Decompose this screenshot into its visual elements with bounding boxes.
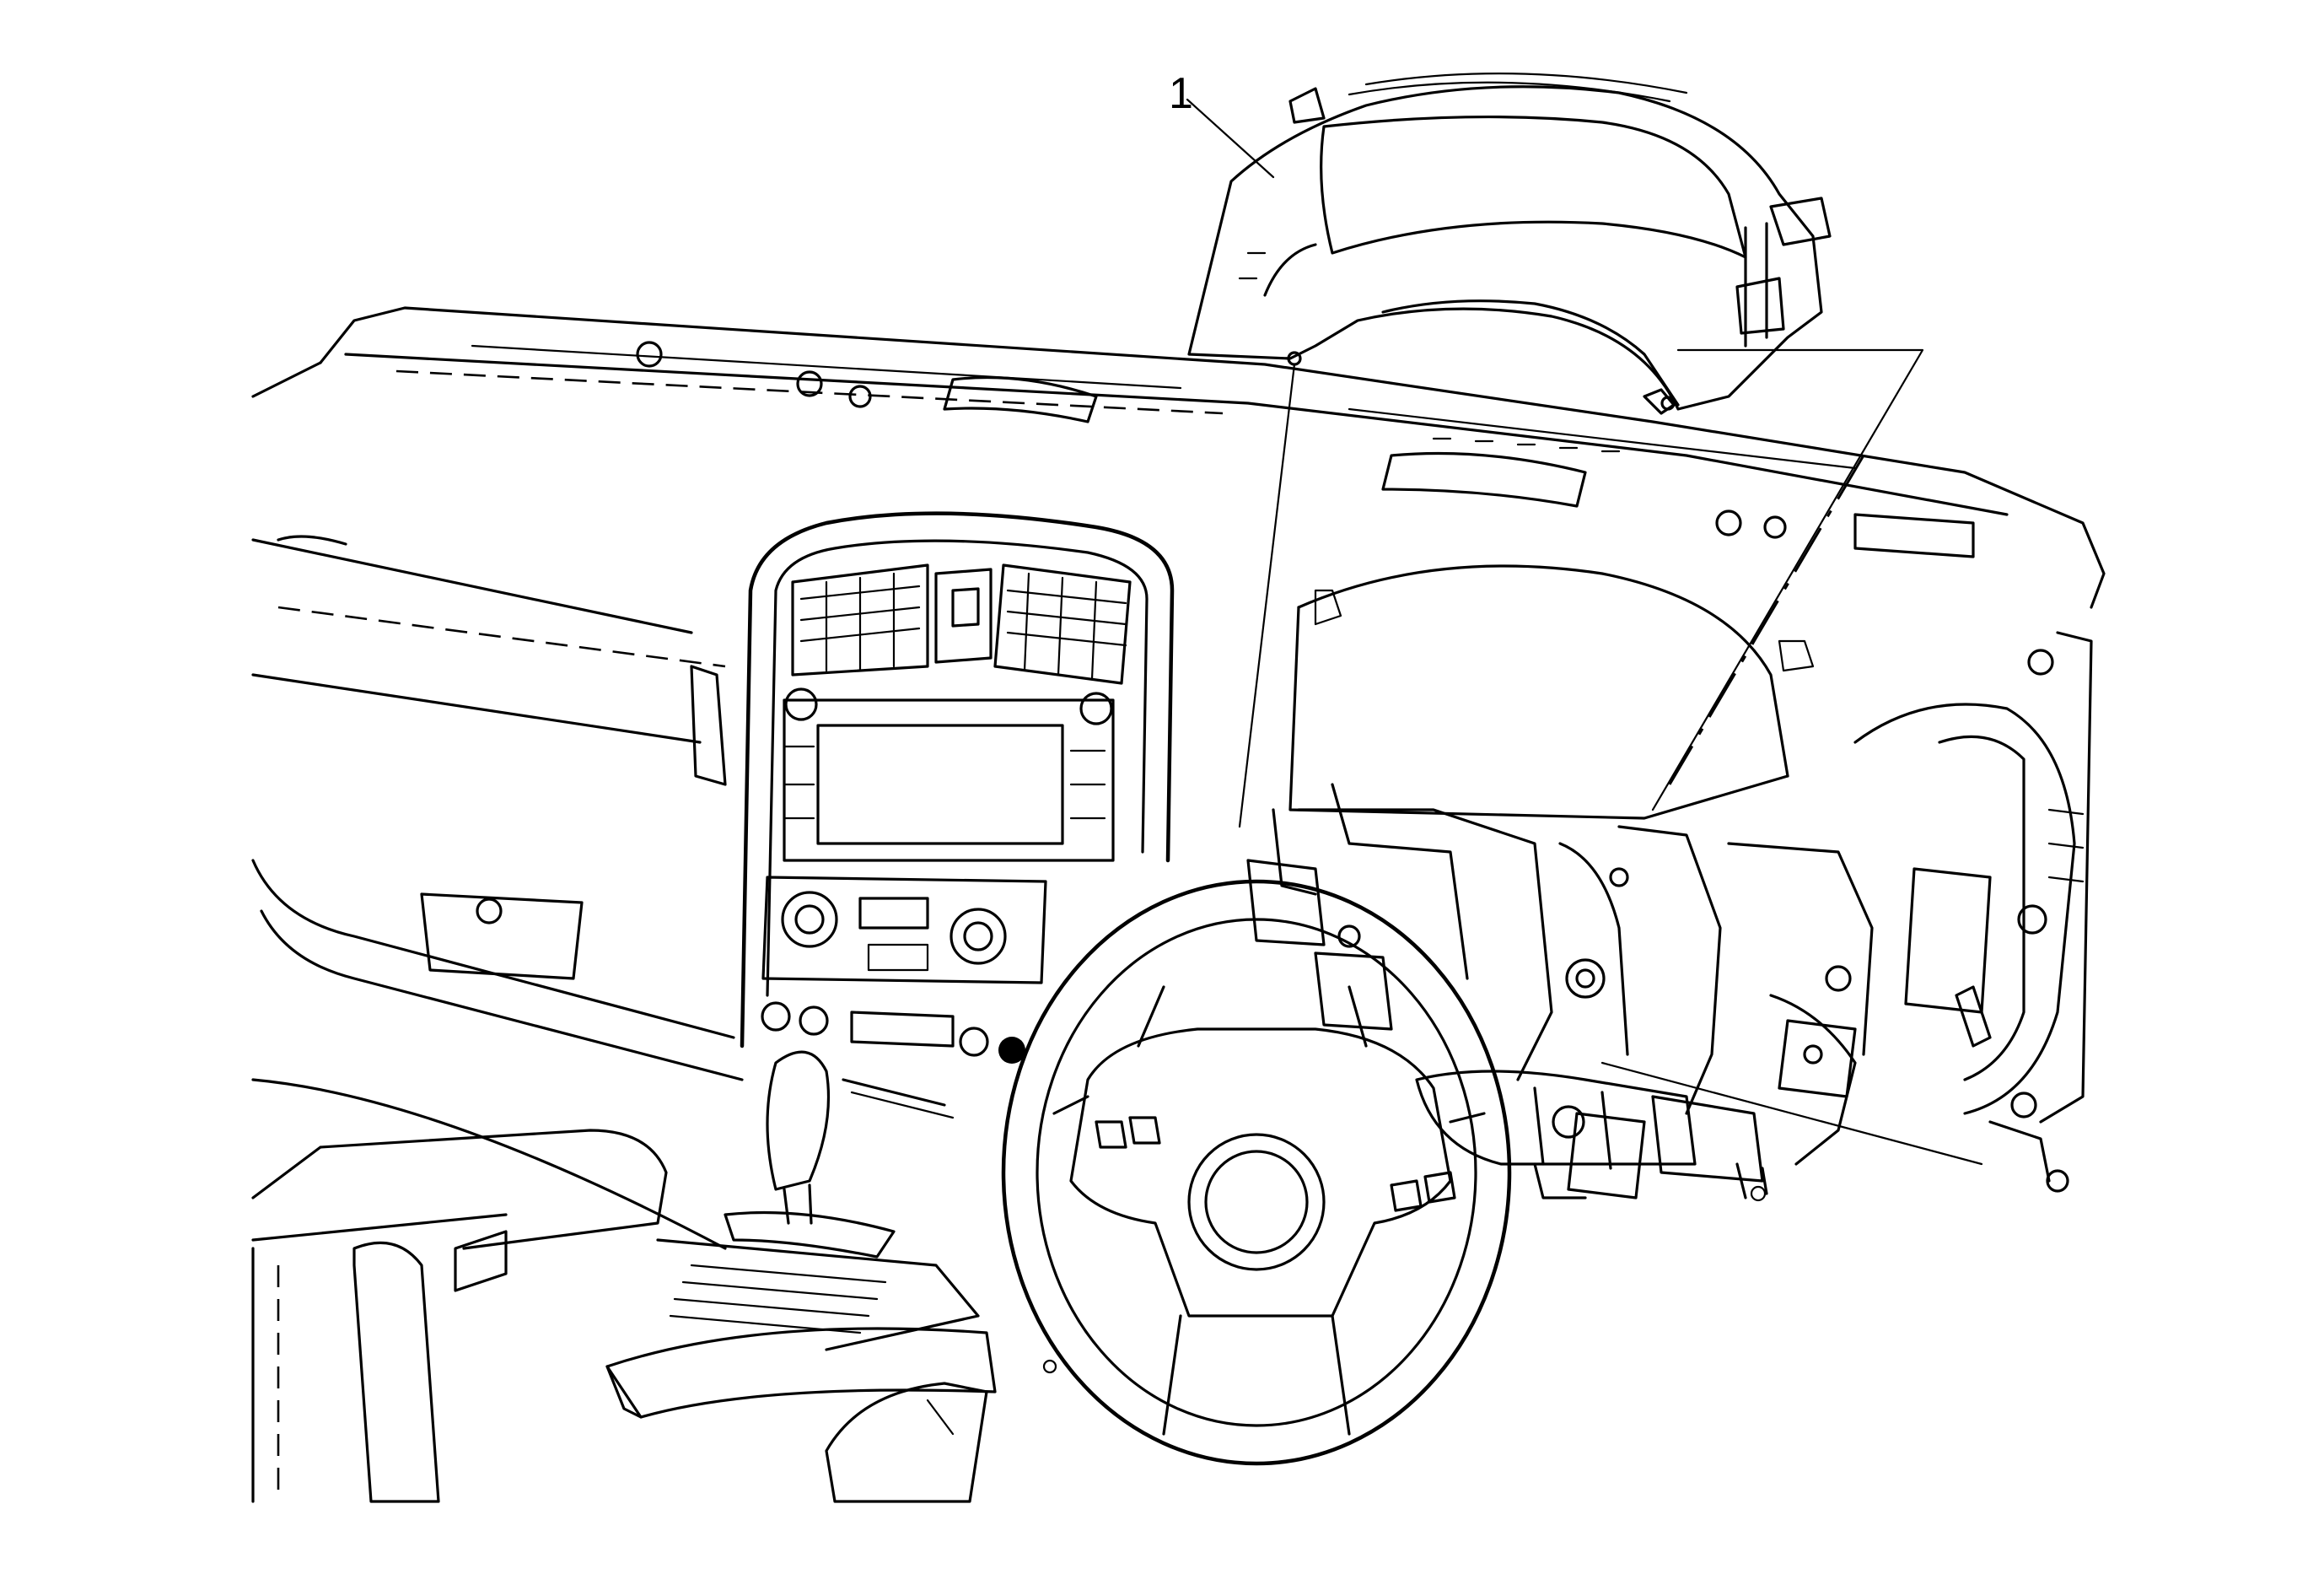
- bezel-fastener-right: [1660, 396, 1676, 411]
- left-center-vent: [791, 563, 929, 676]
- left-steering-switches: [1095, 1116, 1161, 1149]
- floor-console: [251, 1050, 1057, 1503]
- steering-wheel-hub: [1069, 1027, 1452, 1318]
- instrument-panel-upper-edge: [251, 306, 2106, 676]
- steering-column: [1415, 1070, 1768, 1202]
- passenger-dashboard: [251, 535, 744, 1250]
- installation-guide-lines: [1238, 348, 1924, 828]
- radio-display-screen: [816, 724, 1064, 845]
- center-stack: [740, 511, 1175, 1119]
- horn-emblem-ring: [1187, 1133, 1326, 1271]
- right-center-vent: [993, 563, 1132, 685]
- glove-box-lock: [476, 898, 503, 924]
- hazard-switch-housing: [934, 568, 993, 664]
- right-steering-switches: [1390, 1171, 1456, 1212]
- instrument-cluster-bezel: [1187, 73, 1832, 415]
- glove-box-handle: [420, 892, 584, 980]
- gear-shift-knob: [766, 1050, 831, 1191]
- callout-1-label: 1: [1169, 69, 1193, 118]
- climate-control-panel: [761, 876, 1047, 984]
- bezel-right-tab: [1769, 197, 1832, 246]
- climate-knob-left: [781, 891, 838, 948]
- bezel-lens-opening: [1320, 115, 1747, 259]
- ip-support-structure: [1246, 631, 2093, 1199]
- steering-wheel: [1001, 879, 1512, 1466]
- callout-1-leader: [1186, 98, 1275, 179]
- radio-display-frame: [783, 698, 1115, 862]
- cluster-opening-outline: [1288, 564, 1815, 820]
- callout-1: 1: [1169, 69, 1275, 179]
- climate-knob-right: [950, 908, 1007, 965]
